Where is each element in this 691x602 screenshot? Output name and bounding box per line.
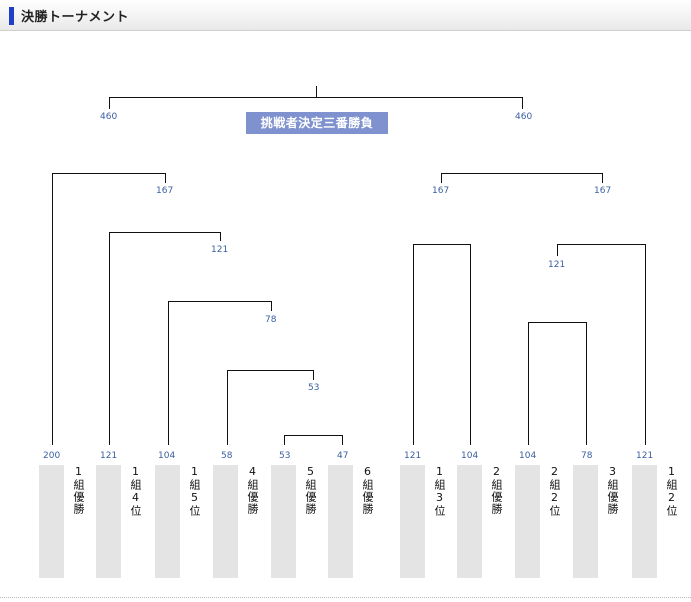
team-box <box>96 465 121 578</box>
team-score: 47 <box>337 451 348 461</box>
bracket-line-final <box>109 86 523 109</box>
team-label: 2組優勝 <box>490 465 503 515</box>
bracket-line-right-r2 <box>557 244 646 445</box>
team-label: 2組2位 <box>548 465 561 517</box>
team-box <box>271 465 296 578</box>
round-score: 78 <box>265 315 277 325</box>
team-box <box>155 465 180 578</box>
team-label: 4組優勝 <box>246 465 259 515</box>
round-score: 167 <box>156 186 173 196</box>
team-label: 1組優勝 <box>72 465 85 515</box>
bracket-line-right-pair-a <box>413 244 471 445</box>
footer-divider <box>0 597 691 598</box>
team-label: 5組優勝 <box>304 465 317 515</box>
header-accent-bar <box>9 7 14 25</box>
team-box <box>400 465 425 578</box>
bracket-line-left-semifinal <box>52 173 166 445</box>
team-score: 104 <box>519 451 536 461</box>
team-box <box>632 465 657 578</box>
round-score: 167 <box>594 186 611 196</box>
team-box <box>457 465 482 578</box>
team-label: 3組優勝 <box>606 465 619 515</box>
bracket-line-left-r1b <box>227 370 314 445</box>
final-match-banner: 挑戦者決定三番勝負 <box>246 112 388 134</box>
team-score: 53 <box>279 451 290 461</box>
team-score: 104 <box>158 451 175 461</box>
team-box <box>213 465 238 578</box>
team-box <box>328 465 353 578</box>
team-label: 1組4位 <box>129 465 142 517</box>
team-score: 121 <box>404 451 421 461</box>
round-score: 121 <box>211 245 228 255</box>
team-score: 200 <box>43 451 60 461</box>
page-title: 決勝トーナメント <box>21 10 130 25</box>
bracket-line-left-r3 <box>109 232 221 445</box>
bracket-line-left-r2 <box>168 301 272 445</box>
round-score: 121 <box>548 260 565 270</box>
team-score: 104 <box>461 451 478 461</box>
round-score: 167 <box>432 186 449 196</box>
team-score: 121 <box>100 451 117 461</box>
team-score: 121 <box>636 451 653 461</box>
team-box <box>573 465 598 578</box>
team-box <box>515 465 540 578</box>
team-score: 78 <box>581 451 593 461</box>
team-label: 1組3位 <box>433 465 446 517</box>
team-label: 6組優勝 <box>361 465 374 515</box>
team-label: 1組2位 <box>665 465 678 517</box>
round-score: 53 <box>308 383 319 393</box>
bracket-line-left-r1a <box>284 435 343 445</box>
bracket-line-right-semifinal <box>441 173 603 183</box>
team-box <box>39 465 64 578</box>
bracket-line-right-pair-b <box>528 322 587 445</box>
final-left-score: 460 <box>100 112 117 122</box>
team-score: 58 <box>221 451 233 461</box>
section-header: 決勝トーナメント <box>0 0 691 31</box>
final-right-score: 460 <box>515 112 532 122</box>
team-label: 1組5位 <box>188 465 201 517</box>
